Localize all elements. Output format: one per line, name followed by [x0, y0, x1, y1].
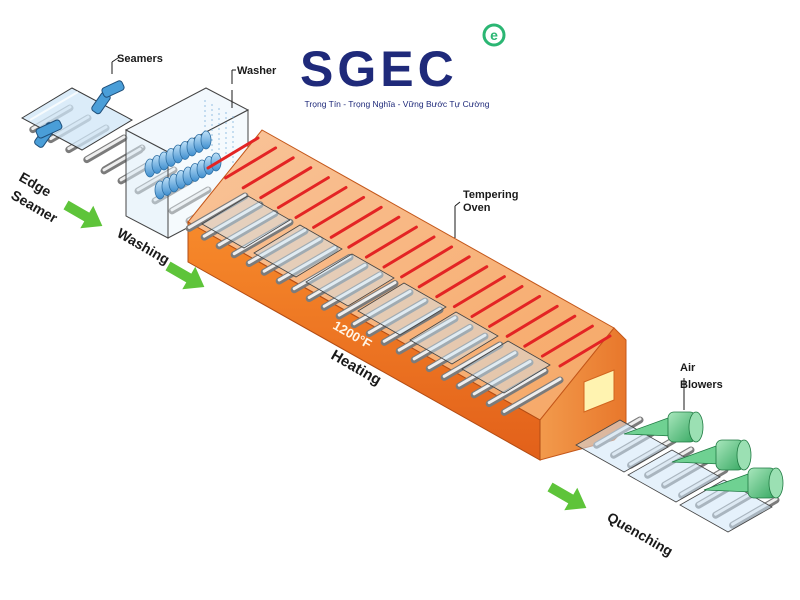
- oven-rollers: [185, 192, 564, 416]
- glass-sheet: [409, 311, 499, 365]
- heater-element: [417, 255, 471, 289]
- tempering-oven-label-line1: Tempering: [463, 189, 518, 201]
- air-blowers-label-line1: Air: [680, 362, 696, 374]
- arrow-right-icon: [547, 482, 587, 511]
- heater-element: [400, 245, 454, 279]
- tempering-oven-label-line2: Oven: [463, 202, 491, 214]
- glass-sheet: [627, 449, 721, 503]
- washer-brush: [200, 130, 212, 150]
- glass-sheet: [253, 224, 343, 278]
- air-blower-icon: [703, 467, 784, 499]
- seamers-label: Seamers: [117, 53, 163, 65]
- heater-element: [558, 334, 612, 368]
- glass-sheet: [357, 282, 447, 336]
- glass-sheet: [305, 253, 395, 307]
- logo-badge: [482, 23, 506, 47]
- quenching-section: Air Blowers: [575, 362, 784, 533]
- quenching-label: Quenching: [605, 509, 676, 559]
- heater-element: [224, 146, 278, 180]
- heater-element: [523, 314, 577, 348]
- arrow-right-icon: [63, 200, 103, 229]
- heater-element: [206, 136, 260, 170]
- heater-element: [505, 304, 559, 338]
- glass-sheet: [575, 419, 669, 473]
- heater-element: [452, 275, 506, 309]
- oven-glass-sheets: [201, 195, 551, 394]
- company-logo: SGEC e Trọng Tín - Trọng Nghĩa - Vững Bư…: [300, 23, 506, 109]
- heater-element: [312, 195, 366, 229]
- heater-element: [540, 324, 594, 358]
- logo-badge-text: e: [490, 27, 498, 43]
- washer-label: Washer: [237, 65, 277, 77]
- oven-heaters: [206, 136, 612, 368]
- air-blower-icon: [623, 411, 704, 443]
- air-blower-icon: [671, 439, 752, 471]
- heater-element: [241, 156, 295, 190]
- logo-brand-text: SGEC: [300, 41, 458, 97]
- seamer-icon: [91, 80, 125, 115]
- washer-brushes: [144, 130, 222, 200]
- air-blowers-label-line2: Blowers: [680, 379, 723, 391]
- arrow-right-icon: [165, 261, 205, 290]
- heater-element: [382, 235, 436, 269]
- heater-element: [294, 186, 348, 219]
- logo-tagline: Trọng Tín - Trọng Nghĩa - Vững Bước Tự C…: [305, 99, 490, 109]
- heater-element: [276, 176, 330, 210]
- heater-element: [488, 294, 542, 328]
- heater-element: [259, 166, 313, 200]
- heater-element: [470, 285, 524, 318]
- glass-sheet: [201, 195, 291, 249]
- washer-section: Washer: [100, 65, 277, 239]
- tempering-oven: Tempering Oven 1200°F: [185, 129, 627, 461]
- seamer-glass-sheet: [20, 87, 134, 151]
- heater-element: [364, 225, 418, 259]
- flow-arrows: [63, 200, 587, 511]
- air-blowers: [623, 411, 784, 499]
- heater-element: [347, 215, 401, 249]
- glass-sheet: [461, 340, 551, 394]
- heater-element: [435, 265, 489, 299]
- heater-element: [329, 205, 383, 239]
- seamer-icon: [34, 119, 63, 148]
